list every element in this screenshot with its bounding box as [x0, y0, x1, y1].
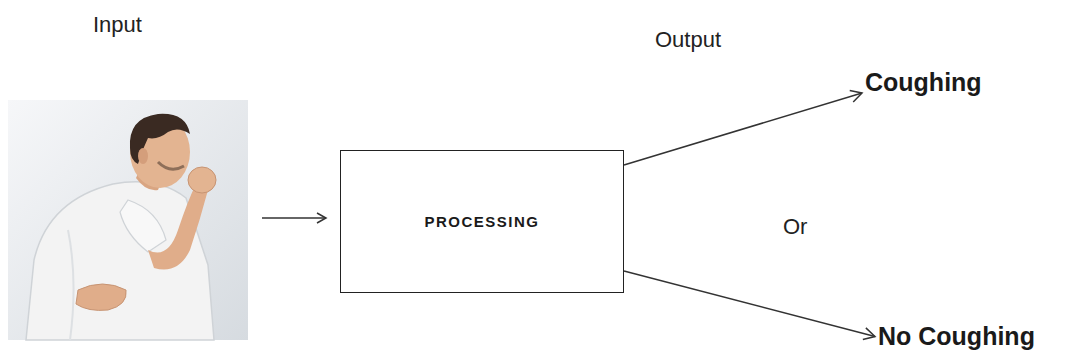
section-label: Input — [93, 12, 142, 38]
coughing-man-photo — [8, 100, 248, 340]
output-label: No Coughing — [878, 322, 1035, 351]
process-box: PROCESSING — [340, 150, 624, 293]
section-label: Or — [783, 214, 807, 240]
input-arrow — [262, 217, 326, 219]
output-arrow — [624, 93, 862, 165]
output-arrow — [624, 271, 875, 337]
output-label: Coughing — [865, 68, 982, 97]
process-label: PROCESSING — [424, 213, 539, 230]
output-class: No Coughing — [875, 320, 1038, 353]
section-label: Output — [655, 27, 721, 53]
output-class: Coughing — [862, 66, 985, 99]
